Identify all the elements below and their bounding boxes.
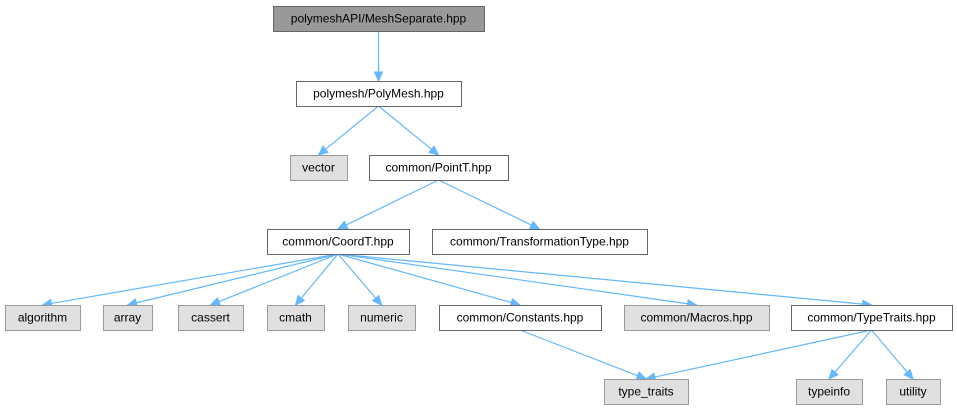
edge-arrowhead <box>903 368 914 380</box>
edge-arrowhead <box>209 297 222 306</box>
node-label: type_traits <box>618 385 673 399</box>
edge-arrowhead <box>373 71 384 83</box>
node-box <box>432 229 648 255</box>
node-pointt[interactable]: common/PointT.hpp <box>369 155 509 181</box>
edge-line <box>337 253 512 304</box>
edge-typetraits-to-utility <box>871 329 914 380</box>
node-box <box>5 305 81 331</box>
node-label: common/PointT.hpp <box>385 161 491 175</box>
node-numeric: numeric <box>348 305 416 331</box>
edge-arrowhead <box>828 368 839 380</box>
node-box <box>103 305 153 331</box>
node-label: typeinfo <box>808 385 850 399</box>
node-macros: common/Macros.hpp <box>624 305 770 331</box>
edge-line <box>337 253 377 299</box>
node-box <box>791 305 953 331</box>
edge-line <box>337 253 688 305</box>
edge-line <box>325 105 379 150</box>
edge-arrowhead <box>294 294 306 306</box>
edge-arrowhead <box>336 220 349 230</box>
node-label: utility <box>899 385 926 399</box>
node-coordt[interactable]: common/CoordT.hpp <box>267 229 410 255</box>
node-type_traits: type_traits <box>604 379 689 405</box>
edge-arrowhead <box>635 371 648 381</box>
node-cmath: cmath <box>267 305 325 331</box>
node-box <box>796 379 863 405</box>
node-label: numeric <box>360 311 403 325</box>
edge-coordt-to-cmath <box>294 253 339 306</box>
node-array: array <box>103 305 153 331</box>
edge-line <box>834 329 872 373</box>
node-label: common/Macros.hpp <box>640 311 752 325</box>
edge-polymesh-to-vector <box>317 105 379 156</box>
nodes-layer: polymeshAPI/MeshSeparate.hpp polymesh/Pol… <box>5 6 953 405</box>
node-label: common/TransformationType.hpp <box>450 235 629 249</box>
node-label: common/Constants.hpp <box>457 311 584 325</box>
edge-pointt-to-coordt <box>336 179 439 230</box>
edge-line <box>438 179 532 226</box>
node-label: cassert <box>191 311 230 325</box>
edges-layer <box>41 31 914 382</box>
node-box <box>267 305 325 331</box>
edge-line <box>519 329 638 377</box>
edge-coordt-to-constants <box>337 253 522 308</box>
node-algorithm: algorithm <box>5 305 81 331</box>
node-root[interactable]: polymeshAPI/MeshSeparate.hpp <box>273 6 485 32</box>
node-transtype[interactable]: common/TransformationType.hpp <box>432 229 648 255</box>
edge-line <box>218 253 339 303</box>
edge-line <box>871 329 908 373</box>
node-label: common/CoordT.hpp <box>282 235 394 249</box>
edge-polymesh-to-pointt <box>378 105 440 156</box>
node-vector: vector <box>290 155 348 181</box>
edge-arrowhead <box>428 145 440 156</box>
node-box <box>178 305 244 331</box>
edge-pointt-to-transtype <box>438 179 541 230</box>
edge-coordt-to-numeric <box>337 253 383 306</box>
node-box <box>296 81 462 107</box>
edge-line <box>337 253 863 305</box>
node-label: cmath <box>279 311 312 325</box>
node-cassert: cassert <box>178 305 244 331</box>
node-box <box>439 305 602 331</box>
edge-line <box>136 253 339 304</box>
node-box <box>267 229 410 255</box>
node-label: polymeshAPI/MeshSeparate.hpp <box>291 12 467 26</box>
edge-line <box>51 253 339 305</box>
node-typeinfo: typeinfo <box>796 379 863 405</box>
edge-constants-to-type_traits <box>519 329 648 381</box>
node-constants[interactable]: common/Constants.hpp <box>439 305 602 331</box>
edge-coordt-to-typetraits <box>337 253 873 309</box>
edge-typetraits-to-type_traits <box>644 329 872 382</box>
node-box <box>369 155 509 181</box>
edge-coordt-to-algorithm <box>41 253 339 309</box>
node-label: vector <box>302 161 335 175</box>
node-label: polymesh/PolyMesh.hpp <box>313 87 444 101</box>
node-utility: utility <box>886 379 941 405</box>
edge-root-to-polymesh <box>373 31 384 83</box>
edge-coordt-to-macros <box>337 253 698 309</box>
node-label: common/TypeTraits.hpp <box>807 311 936 325</box>
edge-line <box>654 329 872 378</box>
edge-coordt-to-array <box>126 253 339 308</box>
node-box <box>273 6 485 32</box>
node-box <box>886 379 941 405</box>
edge-arrowhead <box>317 145 329 156</box>
node-polymesh[interactable]: polymesh/PolyMesh.hpp <box>296 81 462 107</box>
edge-arrowhead <box>528 220 541 230</box>
node-typetraits[interactable]: common/TypeTraits.hpp <box>791 305 953 331</box>
edge-typetraits-to-typeinfo <box>828 329 872 380</box>
edge-line <box>378 105 432 150</box>
edge-line <box>345 179 439 226</box>
edge-line <box>300 253 339 299</box>
node-box <box>348 305 416 331</box>
node-label: array <box>114 311 141 325</box>
node-box <box>290 155 348 181</box>
node-box <box>624 305 770 331</box>
node-box <box>604 379 689 405</box>
node-label: algorithm <box>18 311 67 325</box>
edge-arrowhead <box>371 294 383 306</box>
